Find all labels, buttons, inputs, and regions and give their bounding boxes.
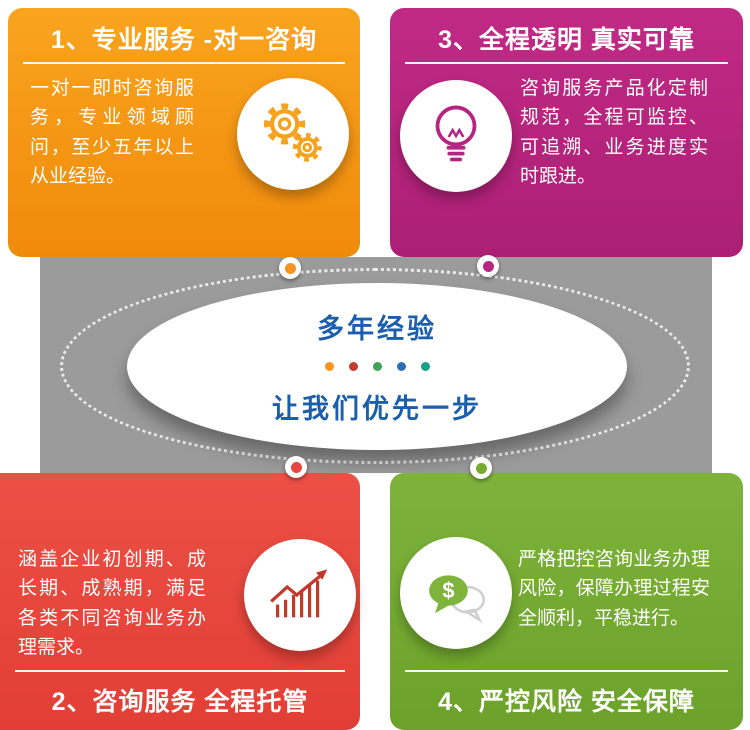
card3-title: 3、全程透明 真实可靠 (438, 26, 695, 54)
card-service-hosting: 涵盖企业初创期、成长期、成熟期，满足各类不同咨询业务办理需求。 2、咨询服务 全… (0, 473, 360, 730)
card1-body: 一对一即时咨询服务，专业领域顾问，至少五年以上从业经验。 (30, 78, 194, 188)
card1-divider (23, 62, 345, 64)
card4-title: 4、严控风险 安全保障 (438, 688, 695, 716)
lightbulb-icon (435, 105, 477, 162)
node-card1 (279, 257, 301, 279)
center-subheadline: 让我们优先一步 (272, 394, 482, 424)
node-card3-dot (482, 260, 494, 272)
center-headline: 多年经验 (317, 314, 437, 344)
node-card4 (470, 457, 492, 479)
card4-divider (405, 670, 728, 672)
card-risk-control: 严格把控咨询业务办理风险，保障办理过程安全顺利，平稳进行。 $ 4、严控风险 安… (390, 473, 743, 730)
center-ellipse: 多年经验 让我们优先一步 (127, 283, 627, 450)
node-card2 (285, 456, 307, 478)
growth-chart-icon (270, 569, 328, 618)
dot-orange (324, 362, 334, 371)
card2-body: 涵盖企业初创期、成长期、成熟期，满足各类不同咨询业务办理需求。 (18, 549, 206, 659)
card2-icon-circle (244, 539, 356, 651)
card1-title: 1、专业服务 -对一咨询 (50, 26, 318, 54)
node-card2-dot (290, 461, 302, 473)
card2-divider (15, 670, 345, 672)
node-card1-dot (284, 262, 296, 274)
gears-icon (264, 103, 322, 162)
card3-divider (405, 62, 728, 64)
card3-icon-circle (400, 80, 512, 192)
card-full-transparency: 3、全程透明 真实可靠 咨询服务产品化定制规范，全程可监控、可追溯、业务进度实时… (390, 8, 743, 257)
card1-icon-circle (237, 78, 349, 190)
money-chat-icon: $ (429, 575, 485, 624)
card4-body: 严格把控咨询业务办理风险，保障办理过程安全顺利，平稳进行。 (518, 549, 710, 629)
card4-icon-circle: $ (400, 537, 512, 649)
dotted-orbit-ellipse (60, 268, 690, 464)
node-card3 (477, 255, 499, 277)
card-professional-service: 1、专业服务 -对一咨询 一对一即时咨询服务，专业领域顾问，至少五年以上从业经验… (8, 8, 360, 257)
node-card4-dot (475, 462, 487, 474)
card3-body: 咨询服务产品化定制规范，全程可监控、可追溯、业务进度实时跟进。 (520, 78, 708, 188)
card2-title: 2、咨询服务 全程托管 (51, 688, 309, 716)
dot-teal (420, 362, 430, 371)
svg-text:$: $ (442, 578, 454, 603)
color-dots-row (324, 362, 430, 371)
dot-red (348, 362, 358, 371)
dot-blue (396, 362, 406, 371)
dot-green (372, 362, 382, 371)
